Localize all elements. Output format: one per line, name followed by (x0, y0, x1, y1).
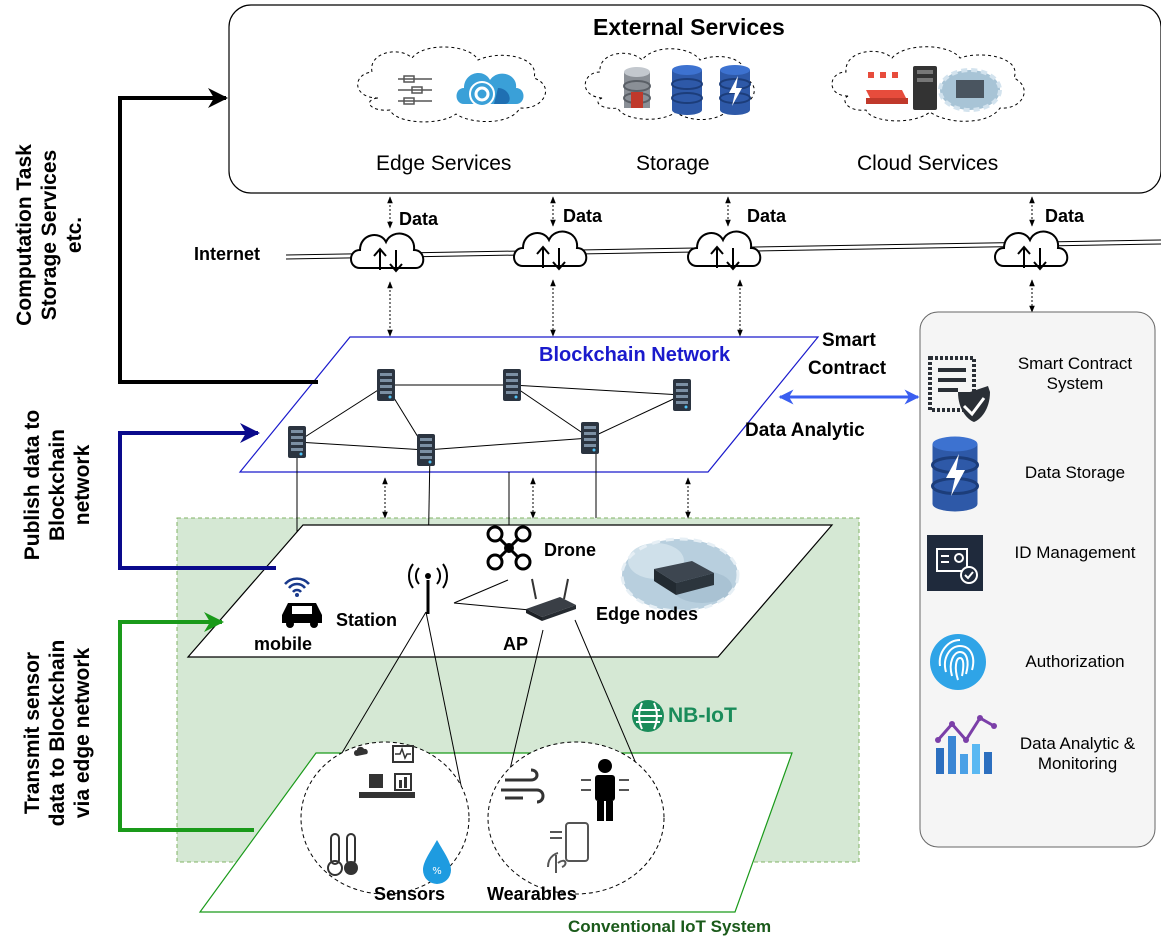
cloud-services-cloud (831, 46, 1025, 122)
data-flow-arrows (382, 196, 1035, 519)
blockchain-node-icon (673, 379, 691, 411)
cloud-computing-icon (938, 68, 1002, 112)
blockchain-network-title: Blockchain Network (539, 344, 731, 366)
id-management-label: ID Management (1014, 543, 1136, 562)
router-icon (526, 578, 576, 621)
data-analytic-monitoring-label: Data Analytic & Monitoring (1019, 734, 1136, 773)
blockchain-node-icon (581, 422, 599, 454)
nb-iot-logo (632, 700, 664, 732)
sensors-label: Sensors (374, 884, 446, 904)
smart-contract-label-line2: Contract (808, 358, 887, 379)
smart-contract-label-line1: Smart (822, 330, 876, 351)
edge-services-cloud (357, 46, 546, 123)
authorization-label: Authorization (1025, 652, 1125, 671)
blockchain-plane (238, 336, 820, 473)
sensors-group (300, 741, 470, 895)
analytics-chart-icon (935, 715, 997, 774)
external-services-title: External Services (593, 14, 785, 40)
cloud-firewall-icon (866, 72, 908, 104)
weather-station-icon (354, 745, 415, 798)
wearables-group (487, 741, 665, 895)
wind-icon (501, 768, 545, 804)
publish-side-label: Publish data to Blockchain network (21, 409, 95, 561)
ap-label: AP (503, 634, 529, 654)
storage-cloud (584, 48, 755, 121)
mobile-label: mobile (254, 634, 313, 654)
data-analytic-label: Data Analytic (745, 420, 865, 441)
internet-cloud-icon (994, 230, 1069, 270)
drone-icon (486, 525, 532, 571)
services-panel (919, 311, 1156, 848)
server-tower-icon (913, 66, 937, 110)
edge-services-label: Edge Services (376, 152, 512, 175)
dynamo-lightning-icon (719, 64, 751, 116)
computation-side-label: Computation Task Storage Services etc. (13, 144, 87, 326)
data-storage-icon (931, 435, 979, 513)
thermometer-icon (327, 833, 358, 876)
blockchain-node-icon (377, 369, 395, 401)
internet-cloud-icon (513, 230, 588, 270)
data-label: Data (563, 206, 603, 226)
edge-network-icon (398, 75, 432, 105)
drone-label: Drone (544, 540, 597, 560)
car-icon (282, 603, 322, 628)
nb-iot-label: NB-IoT (668, 704, 737, 727)
blockchain-node-icon (503, 369, 521, 401)
smart-contract-icon (928, 356, 990, 422)
antenna-tower-icon (408, 563, 448, 614)
transmit-arrow (118, 612, 254, 832)
dynamo-db-icon (671, 64, 703, 116)
person-sensor-icon (581, 759, 629, 821)
data-storage-label: Data Storage (1024, 463, 1126, 482)
computation-arrow (118, 88, 318, 384)
data-label: Data (747, 206, 787, 226)
blockchain-node-icon (417, 434, 435, 466)
conventional-iot-system-label: Conventional IoT System (568, 917, 772, 936)
edge-links (453, 579, 531, 611)
internet-cloud-icon (687, 230, 762, 270)
blockchain-node-icon (288, 426, 306, 458)
wearables-label: Wearables (487, 884, 577, 904)
id-management-icon (927, 535, 983, 591)
humidity-drop-icon: % (423, 840, 451, 884)
edge-node-cloud-icon (620, 537, 740, 613)
cloud-services-label: Cloud Services (857, 152, 999, 175)
svg-text:%: % (432, 866, 442, 877)
fingerprint-icon (930, 634, 986, 690)
station-label: Station (336, 610, 397, 630)
edge-nodes-label: Edge nodes (596, 604, 699, 624)
internet-label: Internet (194, 244, 261, 264)
smart-contract-system-label: Smart Contract System (1017, 354, 1133, 393)
smartphone-sensor-icon (547, 822, 589, 873)
data-label: Data (399, 209, 439, 229)
wifi-icon (284, 577, 310, 597)
database-icon (623, 67, 651, 108)
transmit-side-label: Transmit sensor data to Blockchain via e… (21, 639, 95, 827)
publish-arrow (118, 423, 276, 570)
cloud-gear-icon (456, 73, 524, 107)
data-label: Data (1045, 206, 1085, 226)
internet-cloud-icon (350, 232, 425, 272)
storage-label: Storage (636, 152, 710, 175)
